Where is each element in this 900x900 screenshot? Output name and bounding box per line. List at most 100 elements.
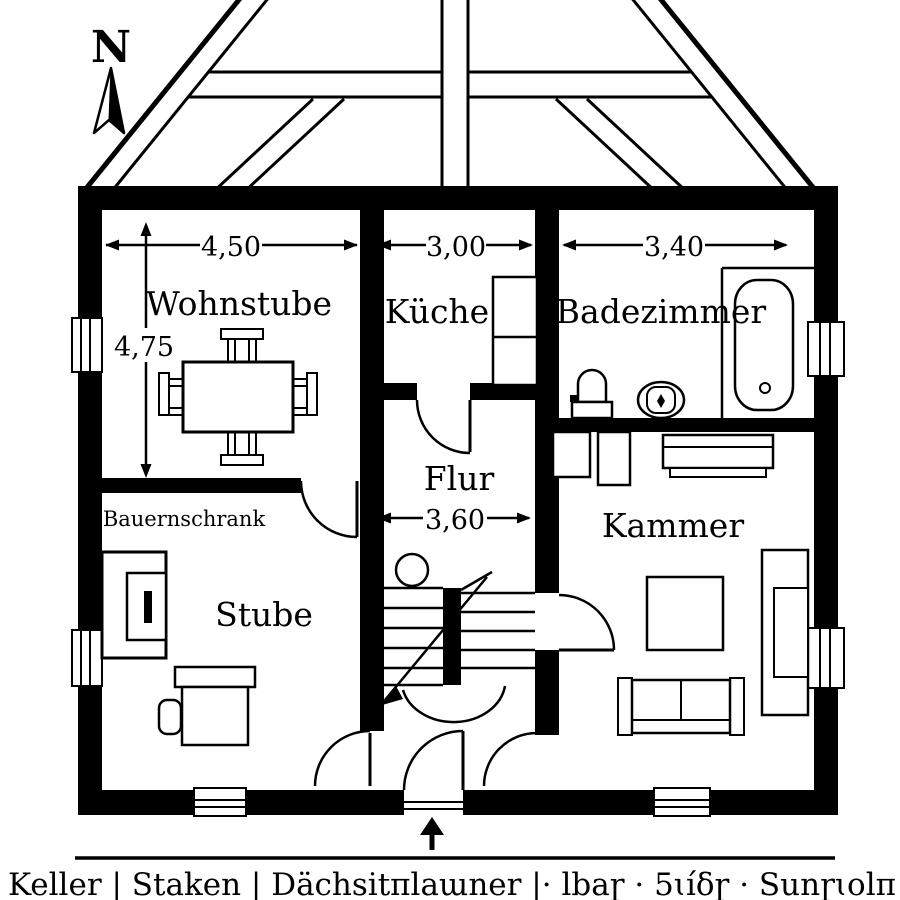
strut-left-a [210,97,315,195]
sofa-arm-left [617,677,633,736]
dimension-label-left-height: 4,75 [114,332,174,363]
interior-walls [102,210,814,735]
strut-right-a [585,97,690,195]
door-swing-arc [313,729,371,787]
room-labels: Wohnstube Küche Badezimmer Flur Kammer S… [103,284,767,634]
armchair [157,665,257,747]
dimension-label-flur-width: 3,60 [425,505,485,536]
rafter-right-outer [658,0,822,198]
dimension-label-badezimmer-width: 3,40 [644,232,704,263]
window-left-lower [71,629,103,687]
dimension-label-kueche-width: 3,00 [426,232,486,263]
dim-flur-width: 3,60 [377,500,531,536]
room-label-wohnstube: Wohnstube [146,284,332,323]
door-wohnstube-stube [299,480,359,539]
door-swing-arc [482,731,538,787]
armchair-seat [180,685,250,747]
dining-chair-left-stile-b [168,407,184,416]
room-label-stube: Stube [215,595,313,634]
armchair-arm [157,698,183,736]
dining-chair-top-back [220,328,264,340]
strut-left-b [241,97,346,195]
dining-table [181,360,295,434]
cabinet-bauernschrank [100,550,168,660]
wall-right [814,186,838,815]
room-label-flur: Flur [424,459,495,498]
bathtub [720,266,814,418]
stair-direction-line [384,576,488,701]
doors [299,399,616,815]
sofa [617,677,745,736]
window-bottom-right [653,787,711,817]
kitchen-counter [491,275,539,387]
stair-stringer [443,588,461,685]
dining-chair-top-stile-b [248,338,257,363]
dining-chair-right-back [306,372,318,416]
dim-left-height: 4,75 [112,222,176,478]
entrance-arrow-head [420,817,444,835]
annotation-bauernschrank: Bauernschrank [103,507,266,531]
door-flur-kammer-lower [482,731,538,787]
dining-chair-bottom-back [220,454,264,466]
door-kueche [415,399,472,455]
room-label-kammer: Kammer [602,506,744,545]
caption-text: Keller | Staken | Dächsitπlaɯner |· lbaɼ… [8,867,896,900]
dim-wohnstube-width: 4,50 [105,228,358,263]
north-label: N [91,22,131,73]
strut-right-b [554,97,659,195]
dining-table-set [158,328,318,466]
windows [71,317,845,817]
dining-chair-left-stile-a [168,378,184,387]
window-bottom-left [193,787,247,817]
sideboard [661,433,775,478]
dimension-label-wohnstube-width: 4,50 [201,232,261,263]
roof-truss [78,0,822,198]
north-arrow: N [91,22,131,135]
toilet-star [657,394,665,408]
room-label-badezimmer: Badezimmer [556,292,767,331]
dim-badezimmer-width: 3,40 [562,228,788,263]
king-post-body [441,0,469,193]
bathtub-drain [759,382,771,394]
toilet [636,380,686,420]
stair-newel [394,552,430,588]
dimension-lines: 4,50 3,00 3,40 4,75 3,60 [105,222,788,536]
room-label-kueche: Küche [385,292,489,331]
armchair-back [173,665,257,689]
caption-block: Keller | Staken | Dächsitπlaɯner |· lbaɼ… [8,856,896,900]
wall-flur-right-lower [535,650,559,735]
staircase [379,552,535,724]
window-right-lower [807,627,845,689]
dining-chair-bottom-stile-b [248,431,257,456]
door-swing-arc [558,593,616,651]
window-right-upper [807,321,845,377]
entrance-arrow [420,817,444,850]
wall-flur-right-upper [535,210,559,593]
rafter-left-outer [78,0,242,198]
wall-top [78,186,838,210]
sink [570,368,614,420]
dining-chair-right-stile-a [292,378,308,387]
wall-kueche-flur-b [470,383,535,400]
wall-wohnstube-stube [102,478,301,493]
sofa-arm-right [729,677,745,736]
stair-direction-arrowhead [379,686,403,706]
kammer-cabinets [551,430,632,487]
wall-kueche-flur-a [384,383,417,400]
dining-chair-top-stile-a [227,338,236,363]
wardrobe [760,548,810,717]
door-entrance [402,729,465,815]
door-swing-arc [402,729,464,791]
window-left-upper [71,317,103,373]
door-swing-arc [299,480,358,539]
compass-needle-fill [108,67,125,135]
dim-kueche-width: 3,00 [377,228,533,263]
dining-chair-bottom-stile-a [227,431,236,456]
sink-tap [570,395,577,402]
door-swing-arc [415,399,471,455]
dining-chair-right-stile-b [292,407,308,416]
cabinet-handle [144,591,152,623]
stair-direction-curve [401,685,507,724]
